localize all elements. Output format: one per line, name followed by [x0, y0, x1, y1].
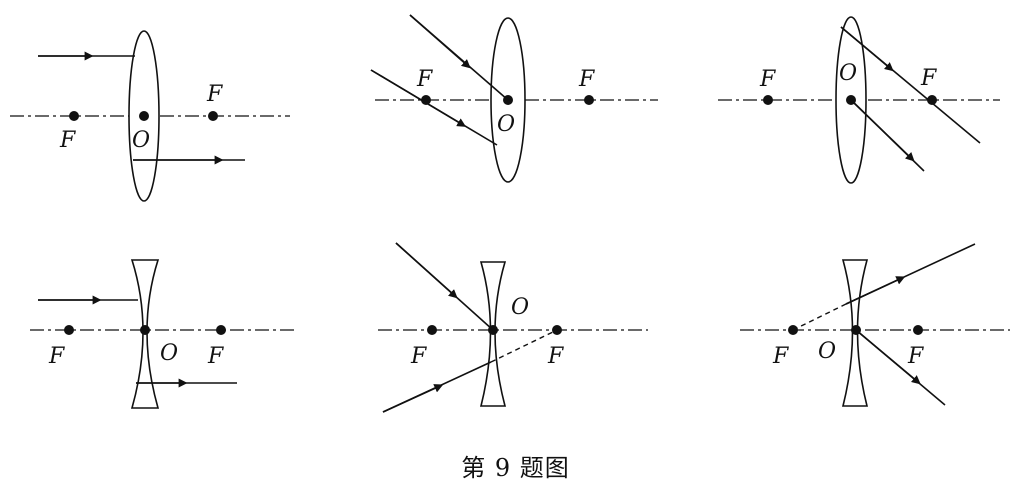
label-center: O [497, 112, 515, 137]
extension-line-from-focus [792, 303, 847, 331]
optical-center [488, 325, 498, 335]
focal-point-right [927, 95, 937, 105]
focal-point-right [216, 325, 226, 335]
extension-line-to-focus [490, 329, 558, 363]
ray-through-center-arrow [850, 99, 915, 162]
focal-point-left [69, 111, 79, 121]
optical-center [851, 325, 861, 335]
focal-point-left [64, 325, 74, 335]
emergent-ray-upper-arrow [845, 276, 906, 305]
incident-ray-through-focus-arrow [370, 69, 467, 127]
focal-point-right [552, 325, 562, 335]
panel-5-concave-focal-ray: F O F [378, 242, 648, 413]
focal-point-right [913, 325, 923, 335]
panel-1-convex-parallel-ray: F O F [10, 30, 290, 202]
focal-point-right [584, 95, 594, 105]
focal-point-left [788, 325, 798, 335]
incident-ray-through-center-arrow [409, 14, 471, 69]
optical-center [139, 111, 149, 121]
panel-6-concave-emergent-rays: F O F [740, 243, 1010, 407]
panel-4-concave-parallel-ray: F O F [30, 259, 298, 409]
label-focal-right: F [207, 344, 224, 369]
panel-2-convex-focal-ray: F O F [370, 14, 658, 183]
incident-ray-through-center-arrow [395, 242, 458, 299]
focal-point-left [763, 95, 773, 105]
focal-point-left [427, 325, 437, 335]
focal-point-left [421, 95, 431, 105]
label-focal-right: F [206, 82, 223, 107]
label-center: O [818, 339, 836, 364]
label-focal-left: F [59, 128, 76, 153]
optical-center [503, 95, 513, 105]
optical-center [140, 325, 150, 335]
incident-ray-toward-focus-arrow [382, 384, 444, 413]
label-center: O [839, 61, 857, 86]
label-center: O [132, 128, 150, 153]
ray-through-focus-arrow [840, 26, 894, 72]
emergent-ray-through-center-arrow [855, 329, 921, 385]
label-focal-right: F [547, 344, 564, 369]
label-focal-left: F [759, 67, 776, 92]
label-focal-left: F [772, 344, 789, 369]
label-focal-right: F [907, 344, 924, 369]
focal-point-right [208, 111, 218, 121]
label-center: O [511, 295, 529, 320]
panel-3-convex-emergent-rays: F O F [718, 16, 1000, 184]
label-focal-left: F [410, 344, 427, 369]
label-focal-right: F [578, 67, 595, 92]
label-focal-right: F [920, 66, 937, 91]
label-center: O [160, 341, 178, 366]
optical-center [846, 95, 856, 105]
label-focal-left: F [416, 67, 433, 92]
label-focal-left: F [48, 344, 65, 369]
figure-caption: 第 9 题图 [461, 454, 570, 482]
